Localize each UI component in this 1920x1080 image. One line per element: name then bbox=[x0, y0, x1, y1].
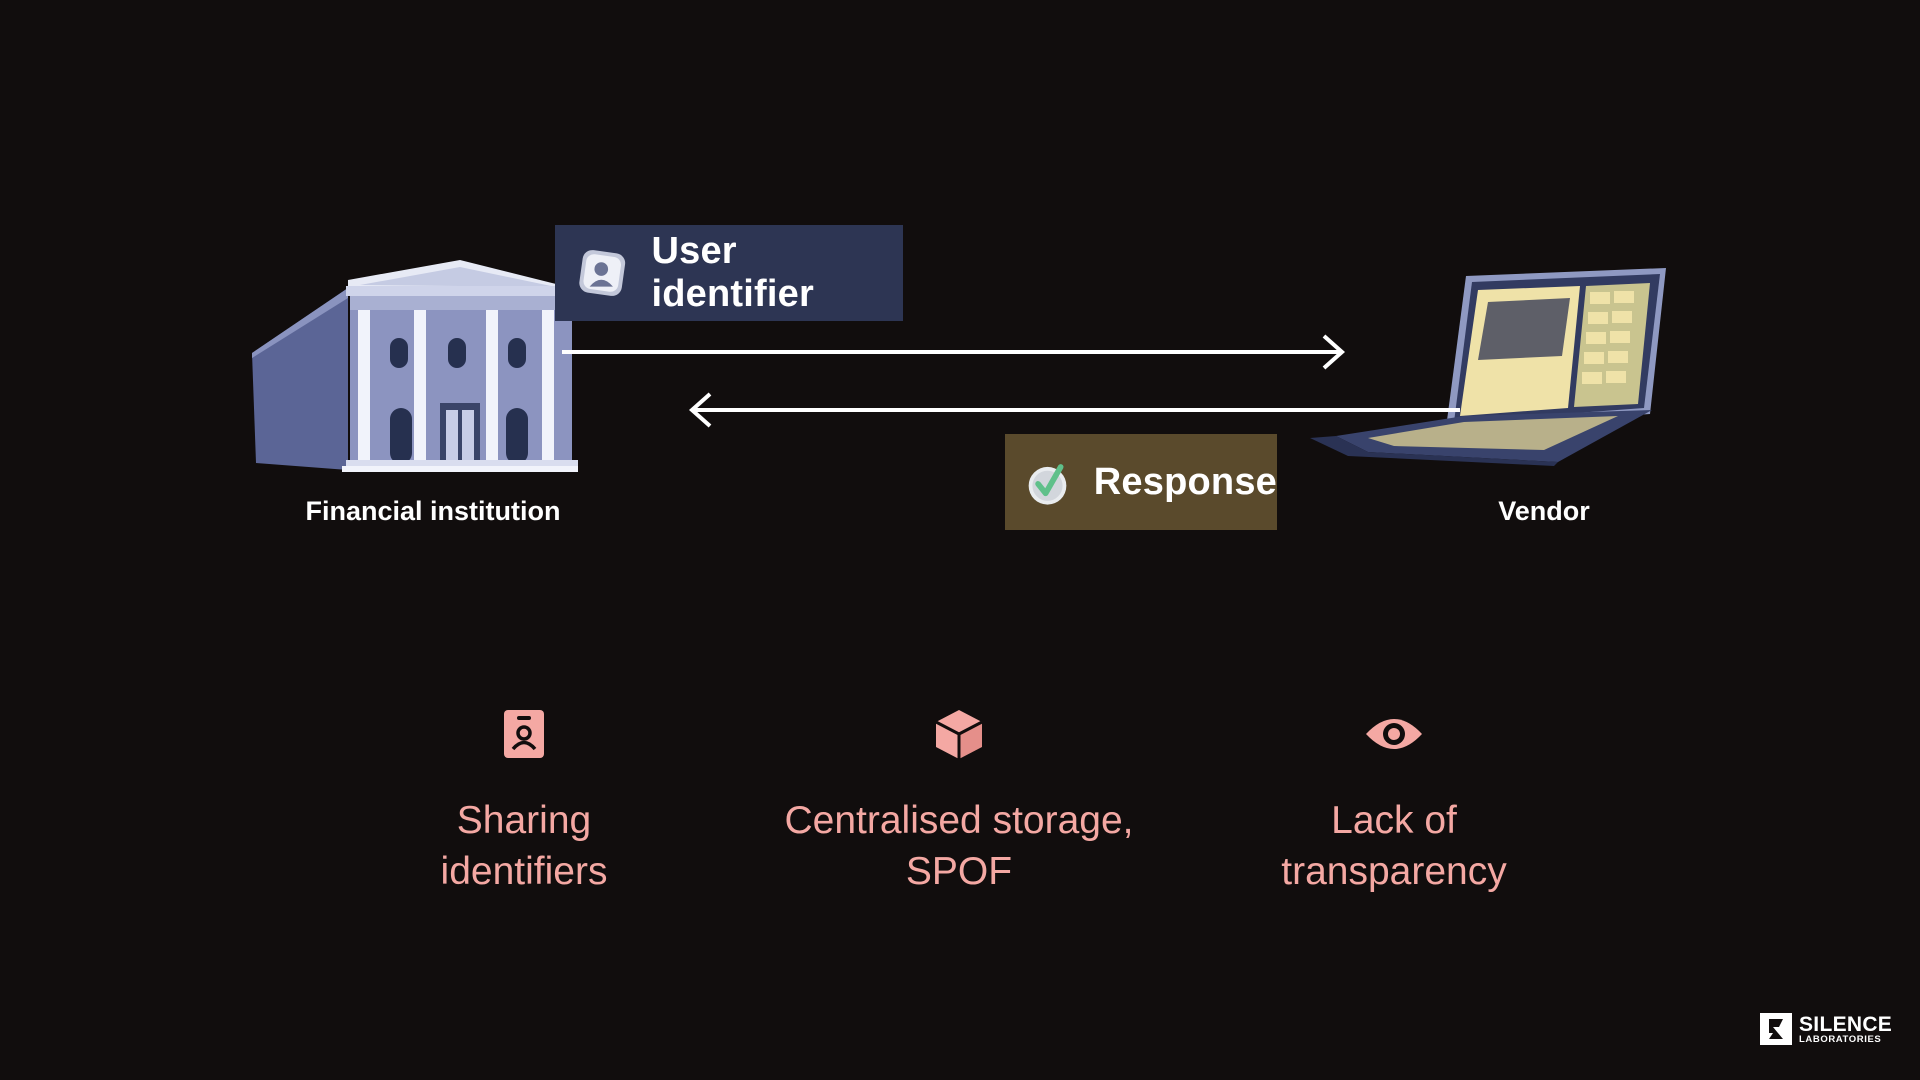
response-label: Response bbox=[1093, 460, 1277, 503]
vendor-label: Vendor bbox=[1498, 496, 1590, 526]
issue-sharing-identifiers: Sharing identifiers bbox=[304, 707, 744, 897]
arrows-layer bbox=[562, 334, 1460, 428]
user-identifier-label: User identifier bbox=[651, 230, 814, 315]
silence-laboratories-logo: SILENCE LABORATORIES bbox=[1759, 1012, 1892, 1046]
user-identifier-box: User identifier bbox=[555, 225, 903, 321]
logo-main-text: SILENCE bbox=[1799, 1012, 1893, 1036]
logo-sub-text: LABORATORIES bbox=[1799, 1033, 1882, 1045]
user-id-card-icon bbox=[579, 250, 626, 296]
issue-3-line-1: Lack of bbox=[1331, 799, 1457, 842]
issue-1-line-2: identifiers bbox=[440, 850, 608, 893]
silence-labs-logo-icon bbox=[1760, 1013, 1792, 1045]
checkmark-icon bbox=[1028, 464, 1067, 505]
issue-centralised-storage: Centralised storage, SPOF bbox=[739, 707, 1179, 897]
response-arrow-head bbox=[688, 392, 712, 428]
cube-icon bbox=[935, 710, 983, 759]
laptop-icon bbox=[1310, 268, 1666, 466]
eye-icon bbox=[1366, 719, 1422, 749]
id-badge-icon bbox=[504, 710, 544, 758]
response-box: Response bbox=[1005, 434, 1277, 530]
request-arrow-head bbox=[1322, 334, 1346, 370]
issue-lack-of-transparency: Lack of transparency bbox=[1174, 707, 1614, 897]
issue-1-line-1: Sharing bbox=[456, 799, 592, 842]
issue-3-line-2: transparency bbox=[1281, 850, 1507, 893]
issue-2-line-1: Centralised storage, bbox=[784, 799, 1134, 842]
financial-institution-label: Financial institution bbox=[305, 496, 561, 526]
issue-2-line-2: SPOF bbox=[905, 850, 1013, 893]
bank-building-icon bbox=[252, 260, 578, 472]
